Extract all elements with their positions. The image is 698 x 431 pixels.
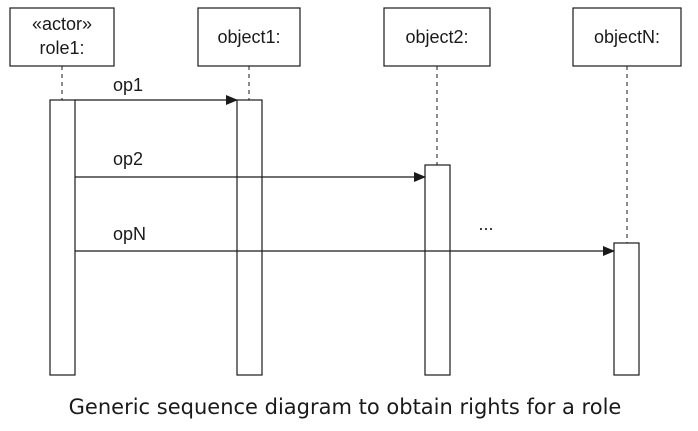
ellipsis: ... bbox=[478, 214, 493, 234]
message-opN: opN bbox=[75, 224, 615, 256]
activation-object1 bbox=[236, 99, 263, 376]
participant-role1: «actor» role1: bbox=[9, 7, 115, 376]
activation-objectN bbox=[613, 242, 640, 376]
participant-objectN: objectN: bbox=[572, 7, 682, 376]
message-op1: op1 bbox=[75, 75, 238, 105]
message-op2: op2 bbox=[75, 149, 426, 182]
activation-object2 bbox=[424, 164, 451, 376]
message-op1-label: op1 bbox=[113, 75, 143, 95]
participant-objectN-box bbox=[572, 7, 682, 67]
activation-role1 bbox=[49, 99, 76, 376]
diagram-caption: Generic sequence diagram to obtain right… bbox=[69, 395, 622, 419]
participant-object1: object1: bbox=[197, 7, 301, 376]
participant-object2: object2: bbox=[383, 7, 491, 376]
participant-role1-stereotype: «actor» bbox=[32, 14, 92, 34]
participant-object2-name: object2: bbox=[405, 27, 468, 47]
participant-role1-box bbox=[9, 7, 115, 67]
participant-object1-name: object1: bbox=[217, 27, 280, 47]
participant-object1-box bbox=[197, 7, 301, 67]
participant-objectN-name: objectN: bbox=[594, 27, 660, 47]
participant-role1-name: role1: bbox=[39, 38, 84, 58]
message-op2-label: op2 bbox=[113, 149, 143, 169]
message-opN-label: opN bbox=[113, 224, 146, 244]
